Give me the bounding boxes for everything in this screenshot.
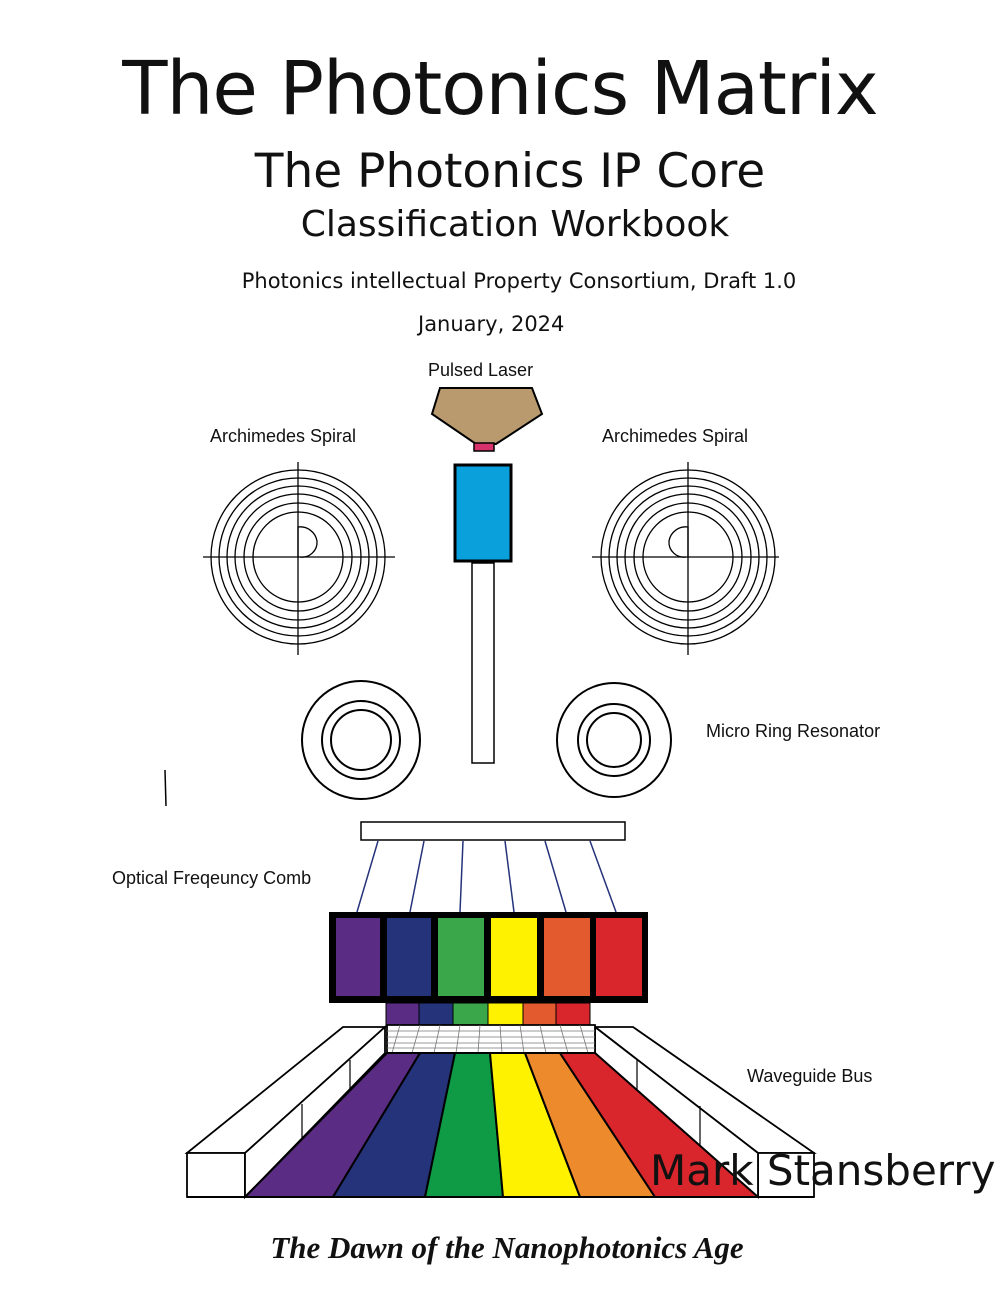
label-waveguide: Waveguide Bus xyxy=(747,1066,873,1086)
comb-connectors xyxy=(385,1002,591,1026)
organization-line: Photonics intellectual Property Consorti… xyxy=(241,269,797,293)
book-title: The Photonics Matrix xyxy=(122,46,878,132)
tagline: The Dawn of the Nanophotonics Age xyxy=(270,1230,744,1265)
optical-frequency-comb xyxy=(329,912,648,1003)
stray-mark xyxy=(164,769,167,807)
archimedes-spiral-right xyxy=(592,462,779,655)
label-spiral-left: Archimedes Spiral xyxy=(210,426,357,446)
label-spiral-right: Archimedes Spiral xyxy=(602,426,749,446)
book-subtitle-2: Classification Workbook xyxy=(300,204,730,245)
comb-feed-lines xyxy=(356,840,617,913)
label-micro-ring: Micro Ring Resonator xyxy=(706,721,881,741)
micro-ring-left xyxy=(301,680,421,800)
book-subtitle: The Photonics IP Core xyxy=(254,144,766,199)
pulsed-laser xyxy=(430,387,544,452)
waveguide-grid xyxy=(387,1024,595,1054)
blue-block xyxy=(453,463,513,563)
label-comb: Optical Freqeuncy Comb xyxy=(112,868,312,888)
archimedes-spiral-left xyxy=(203,462,395,655)
label-pulsed-laser: Pulsed Laser xyxy=(428,360,534,380)
micro-ring-right xyxy=(556,682,672,798)
waveguide-bus xyxy=(184,1024,817,1200)
spectrum-floor xyxy=(242,1052,761,1198)
comb-feed-bar xyxy=(360,821,626,841)
vertical-waveguide xyxy=(471,562,495,764)
publication-date: January, 2024 xyxy=(418,312,565,336)
author-name: Mark Stansberry xyxy=(650,1146,996,1195)
